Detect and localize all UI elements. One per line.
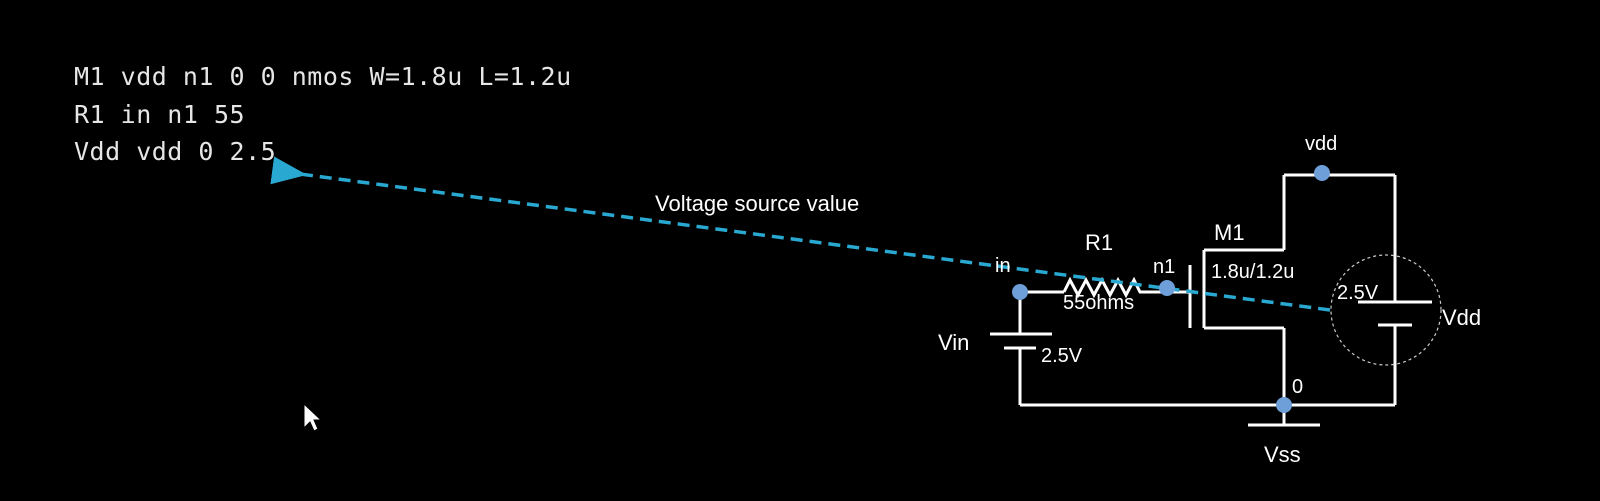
nmos-m1-symbol bbox=[1167, 175, 1286, 405]
node-n1-dot bbox=[1159, 280, 1175, 296]
vdd-battery-symbol bbox=[1358, 300, 1432, 327]
netlist-line-m1: M1 vdd n1 0 0 nmos W=1.8u L=1.2u bbox=[74, 62, 572, 91]
node-label-n1: n1 bbox=[1153, 256, 1175, 278]
node-ground-dot bbox=[1276, 397, 1292, 413]
vdd-value-label: 2.5V bbox=[1337, 282, 1379, 304]
vdd-name-label: Vdd bbox=[1442, 305, 1481, 330]
vdd-branch-wires bbox=[1284, 173, 1397, 405]
resistor-r1-symbol bbox=[1062, 276, 1167, 299]
annotation-label: Voltage source value bbox=[655, 191, 859, 216]
arrow-cursor-icon bbox=[303, 402, 323, 432]
transistor-size-label: 1.8u/1.2u bbox=[1211, 261, 1294, 283]
node-label-vdd: vdd bbox=[1305, 133, 1337, 155]
netlist-line-r1: R1 in n1 55 bbox=[74, 100, 246, 129]
annotation-arrow bbox=[270, 156, 1331, 312]
vss-label: Vss bbox=[1264, 442, 1301, 467]
vin-name-label: Vin bbox=[938, 330, 969, 355]
netlist-line-vdd: Vdd vdd 0 2.5 bbox=[74, 137, 277, 166]
resistor-name-label: R1 bbox=[1085, 230, 1113, 255]
node-in-dot bbox=[1012, 284, 1028, 300]
resistor-value-label: 55ohms bbox=[1063, 292, 1134, 314]
vin-value-label: 2.5V bbox=[1041, 345, 1083, 367]
vin-battery-symbol bbox=[990, 332, 1052, 350]
vdd-source-outline bbox=[1330, 254, 1442, 366]
node-label-in: in bbox=[995, 255, 1011, 277]
node-vdd-dot bbox=[1314, 165, 1330, 181]
node-label-zero: 0 bbox=[1292, 376, 1303, 398]
transistor-name-label: M1 bbox=[1214, 220, 1245, 245]
